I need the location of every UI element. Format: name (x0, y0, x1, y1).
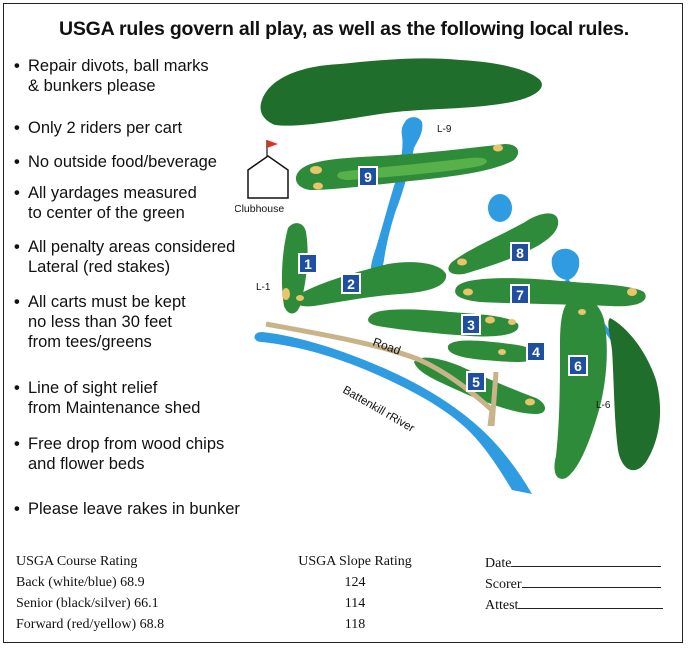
rule-text-line: from tees/greens (28, 333, 152, 351)
bullet-icon: • (14, 184, 20, 202)
rule-text-line: no less than 30 feet (28, 313, 173, 331)
rule-item: • Please leave rakes in bunker (14, 499, 288, 519)
date-label: Date (485, 556, 512, 571)
road (265, 321, 499, 427)
svg-text:4: 4 (532, 344, 540, 360)
date-field[interactable]: Date (485, 554, 662, 572)
water-l9 (370, 117, 423, 277)
bullet-icon: • (14, 119, 20, 137)
tee-row-senior: Senior (black/silver) 66.1 (16, 596, 159, 611)
rule-text-line: All carts must be kept (28, 293, 186, 311)
bullet-icon: • (14, 500, 20, 518)
hole-marker-9: 9 (358, 166, 378, 187)
svg-text:1: 1 (304, 256, 312, 272)
svg-text:8: 8 (516, 245, 524, 261)
water-pond-6 (551, 248, 580, 280)
tree-block-6 (608, 318, 661, 471)
lateral-label-l9: L-9 (437, 124, 452, 135)
fairway-7 (455, 278, 646, 307)
road-label: Road (371, 335, 403, 358)
rule-text-line: and flower beds (28, 455, 145, 473)
clubhouse-icon (247, 140, 289, 199)
hole-marker-3: 3 (461, 314, 481, 335)
bullet-icon: • (14, 379, 20, 397)
tee-row-forward: Forward (red/yellow) 68.8 (16, 617, 165, 632)
page-title: USGA rules govern all play, as well as t… (58, 18, 629, 40)
rule-item: • No outside food/beverage (14, 152, 288, 172)
hole-marker-6: 6 (568, 355, 588, 376)
bullet-icon: • (14, 238, 20, 256)
svg-text:3: 3 (467, 317, 475, 333)
svg-text:6: 6 (574, 358, 582, 374)
rule-text-line: Repair divots, ball marks (28, 57, 209, 75)
fairway-4 (447, 340, 537, 362)
rule-item: • All carts must be kept no less than 30 f… (14, 292, 288, 352)
rule-text-line: from Maintenance shed (28, 399, 201, 417)
hole-marker-8: 8 (510, 242, 530, 263)
rule-item: • Only 2 riders per cart (14, 118, 288, 138)
bullet-icon: • (14, 153, 20, 171)
fairway-6 (554, 297, 607, 479)
water-pond-8 (488, 194, 512, 222)
hole-marker-4: 4 (526, 341, 546, 362)
lateral-label-l6: L-6 (596, 400, 611, 411)
hole-marker-7: 7 (510, 284, 530, 305)
hole-markers: 1 2 3 4 5 6 7 (298, 166, 588, 392)
tee-row-back: Back (white/blue) 68.9 (16, 575, 145, 590)
lateral-label-l1: L-1 (256, 282, 271, 293)
bullet-icon: • (14, 57, 20, 75)
bullet-icon: • (14, 435, 20, 453)
slope-rating-column: USGA Slope Rating 124 114 118 (280, 551, 430, 635)
rule-text-line: All yardages measured (28, 184, 197, 202)
slope-row-forward: 118 (344, 617, 366, 632)
svg-text:9: 9 (364, 169, 372, 185)
hole-marker-1: 1 (298, 253, 318, 274)
svg-text:5: 5 (472, 374, 480, 390)
slope-row-senior: 114 (344, 596, 366, 611)
svg-text:2: 2 (347, 276, 355, 292)
fairway-2 (294, 262, 447, 307)
clubhouse-label: Clubhouse (235, 203, 284, 215)
attest-field[interactable]: Attest (485, 596, 664, 614)
rule-text-line: No outside food/beverage (28, 153, 217, 171)
rule-item: • Line of sight relief from Maintenance sh… (14, 378, 288, 418)
hole-marker-5: 5 (466, 371, 486, 392)
rule-item: • Repair divots, ball marks & bunkers plea… (14, 56, 288, 96)
rule-item: • All yardages measured to center of the g… (14, 183, 288, 223)
rule-text-line: Please leave rakes in bunker (28, 500, 240, 518)
hole-marker-2: 2 (341, 273, 361, 294)
fairway-3 (368, 309, 519, 337)
bunkers (282, 144, 637, 406)
tree-line-top (260, 58, 542, 126)
svg-text:7: 7 (516, 287, 524, 303)
rule-item: • Free drop from wood chips and flower bed… (14, 434, 288, 474)
attest-label: Attest (485, 598, 519, 613)
rule-text-line: Lateral (red stakes) (28, 258, 171, 276)
rule-text-line: Line of sight relief (28, 379, 158, 397)
scorer-label: Scorer (485, 577, 522, 592)
rule-text-line: to center of the green (28, 204, 185, 222)
fairway-8 (448, 213, 559, 275)
course-map: Clubhouse Road Battenkill rRiver L-1 L-9… (235, 58, 661, 494)
rule-text-line: & bunkers please (28, 77, 156, 95)
slope-row-back: 124 (344, 575, 366, 590)
river-label: Battenkill rRiver (341, 384, 417, 435)
slope-rating-header: USGA Slope Rating (298, 554, 412, 569)
rule-text-line: All penalty areas considered (28, 238, 236, 256)
bullet-icon: • (14, 293, 20, 311)
scorer-field[interactable]: Scorer (485, 575, 661, 593)
course-rating-column: USGA Course Rating Back (white/blue) 68.… (16, 551, 164, 635)
course-rating-header: USGA Course Rating (16, 554, 138, 569)
rule-text-line: Free drop from wood chips (28, 435, 225, 453)
rule-text-line: Only 2 riders per cart (28, 119, 183, 137)
